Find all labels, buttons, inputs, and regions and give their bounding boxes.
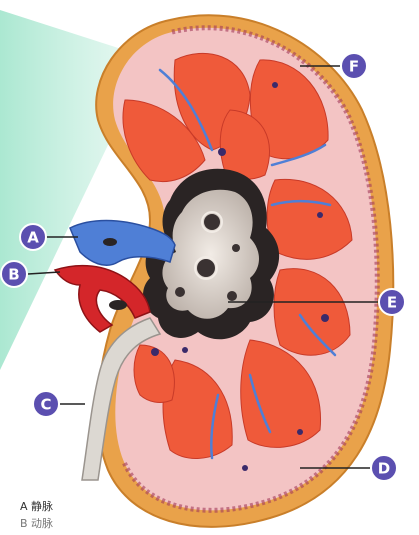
marker-label: C (40, 396, 51, 414)
marker-label: E (387, 294, 397, 312)
legend-item-vein: A 静脉 (20, 498, 53, 515)
marker-B: B (1, 261, 27, 287)
marker-F: F (341, 53, 367, 79)
marker-C: C (33, 391, 59, 417)
marker-label: D (378, 460, 390, 478)
marker-D: D (371, 455, 397, 481)
marker-label: A (27, 229, 39, 247)
marker-A: A (20, 224, 46, 250)
marker-E: E (379, 289, 405, 315)
marker-label: F (349, 58, 359, 76)
legend: A 静脉 B 动脉 (20, 498, 53, 532)
legend-item-artery: B 动脉 (20, 515, 53, 532)
marker-label: B (8, 266, 19, 284)
